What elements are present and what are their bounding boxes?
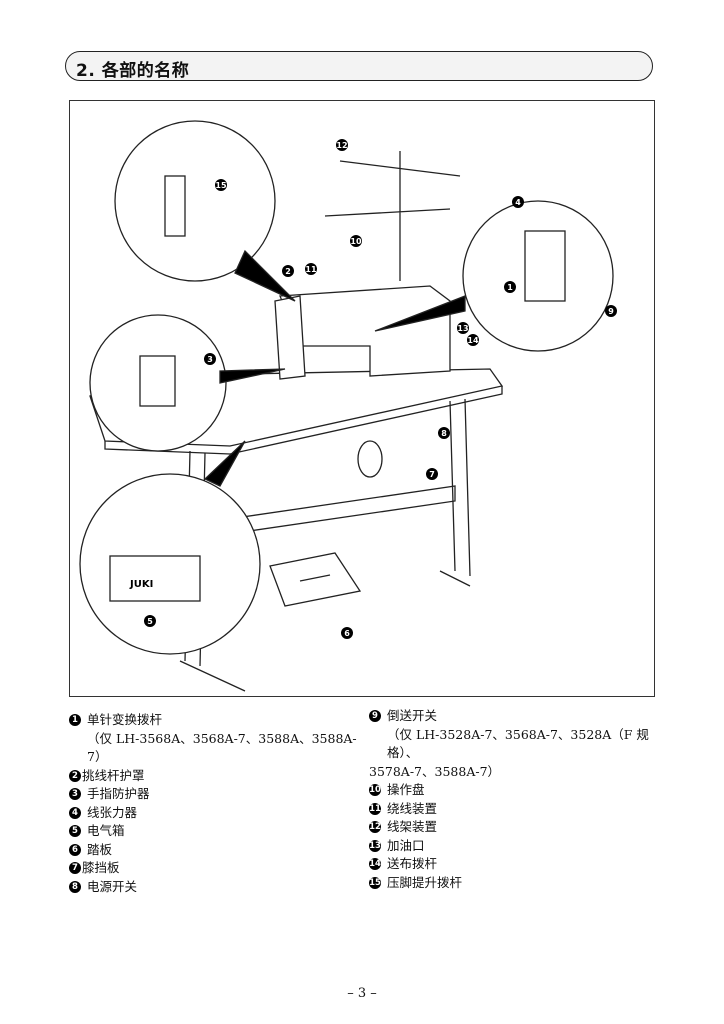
part-label: 挑线杆护罩: [82, 767, 145, 783]
list-item: 13 加油口: [369, 837, 669, 856]
callout-2: 2: [285, 267, 291, 276]
list-item: 14 送布拨杆: [369, 855, 669, 874]
callout-4: 4: [515, 198, 521, 207]
part-label: 倒送开关: [387, 708, 438, 723]
callout-15: 15: [215, 181, 227, 190]
number-badge: 5: [69, 825, 81, 837]
section-title-bar: 2. 各部的名称: [65, 51, 653, 81]
figure-callouts: 12 15 4 10 2 11 1 9 13 14 3 8 7 5 6: [144, 139, 617, 639]
number-badge: 2: [69, 769, 81, 782]
callout-5: 5: [147, 617, 153, 626]
list-item: 3 手指防护器: [69, 785, 359, 804]
number-badge: 6: [69, 843, 81, 856]
list-item: 9 倒送开关: [369, 707, 669, 726]
page-number: – 3 –: [347, 986, 377, 1001]
number-badge: 3: [69, 788, 81, 800]
part-label: 压脚提升拨杆: [387, 874, 463, 890]
callout-14: 14: [467, 336, 479, 345]
part-label: 加油口: [387, 837, 425, 853]
part-label: 操作盘: [387, 782, 425, 797]
callout-7: 7: [429, 470, 435, 479]
number-badge: 14: [369, 858, 381, 870]
list-item: 1 单针变换拨杆: [69, 711, 359, 730]
number-badge: 7: [69, 862, 81, 874]
number-badge: 4: [69, 806, 81, 819]
number-badge: 10: [369, 784, 381, 796]
callout-11: 11: [305, 265, 317, 274]
callout-8: 8: [441, 429, 447, 438]
callout-6: 6: [344, 629, 350, 638]
number-badge: 13: [369, 839, 381, 852]
part-label: 单针变换拨杆: [87, 712, 163, 727]
part-label: 踏板: [87, 841, 113, 857]
list-item: 7 膝挡板: [69, 859, 359, 878]
part-note: （仅 LH-3568A、3568A-7、3588A、3588A-7）: [87, 730, 357, 765]
list-item: 11 绕线装置: [369, 800, 669, 819]
part-label: 线架装置: [387, 819, 438, 834]
list-item: 15 压脚提升拨杆: [369, 874, 669, 893]
part-label: 送布拨杆: [387, 856, 438, 871]
callout-9: 9: [608, 307, 614, 316]
callout-10: 10: [350, 237, 362, 246]
sewing-machine-illustration: JUKI 12 15 4 10 2 11 1 9 13 14 3 8 7 5 6: [79, 120, 617, 692]
list-item: 8 电源开关: [69, 878, 359, 897]
number-badge: 1: [69, 714, 81, 726]
part-label: 膝挡板: [82, 860, 120, 875]
number-badge: 12: [369, 821, 381, 833]
section-title: 2. 各部的名称: [76, 61, 190, 81]
callout-3: 3: [207, 355, 213, 364]
part-note: （仅 LH-3528A-7、3568A-7、3528A（F 规格）、: [387, 726, 649, 761]
number-badge: 8: [69, 880, 81, 893]
callout-1: 1: [507, 283, 513, 292]
part-label: 绕线装置: [387, 800, 438, 816]
list-item: 12 线架装置: [369, 818, 669, 837]
callout-13: 13: [457, 324, 468, 333]
parts-list-left: 1 单针变换拨杆 （仅 LH-3568A、3568A-7、3588A、3588A…: [69, 711, 359, 896]
part-label: 手指防护器: [87, 786, 150, 801]
part-note-cont: 3578A-7、3588A-7）: [369, 763, 501, 779]
part-label: 电气箱: [87, 823, 125, 838]
brand-label: JUKI: [129, 579, 153, 590]
number-badge: 11: [369, 802, 381, 815]
parts-list-right: 9 倒送开关 （仅 LH-3528A-7、3568A-7、3528A（F 规格）…: [369, 707, 669, 892]
list-item: 4 线张力器: [69, 804, 359, 823]
list-item: 5 电气箱: [69, 822, 359, 841]
list-item: 2 挑线杆护罩: [69, 767, 359, 786]
number-badge: 15: [369, 876, 381, 889]
list-item: 6 踏板: [69, 841, 359, 860]
part-label: 线张力器: [87, 804, 138, 820]
list-item: 10 操作盘: [369, 781, 669, 800]
sewing-machine-figure: JUKI 12 15 4 10 2 11 1 9 13 14 3 8 7 5 6: [69, 100, 655, 697]
number-badge: 9: [369, 710, 381, 722]
part-label: 电源开关: [87, 878, 138, 894]
callout-12: 12: [336, 141, 347, 150]
